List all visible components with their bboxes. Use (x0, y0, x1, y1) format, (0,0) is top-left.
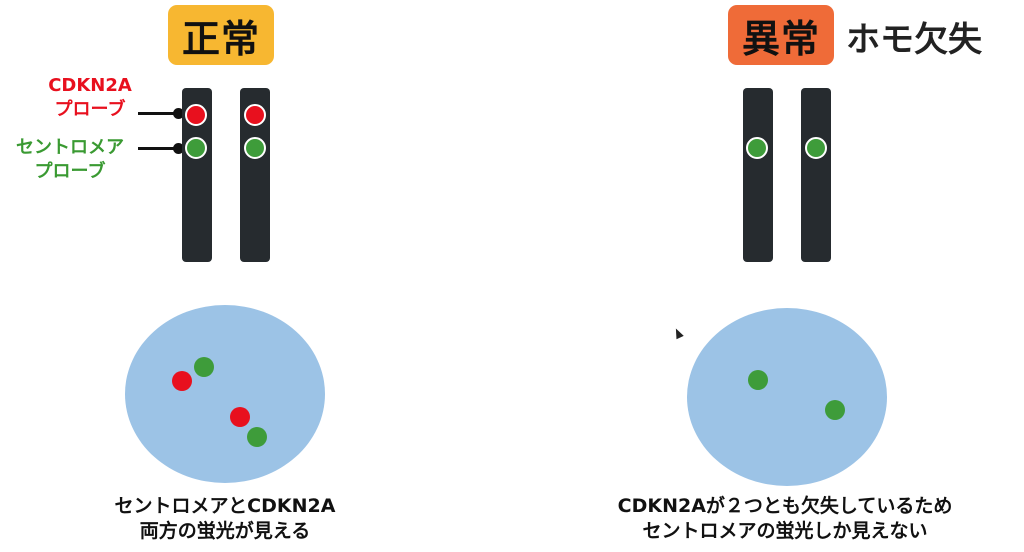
abnormal-badge: 異常 (728, 5, 834, 65)
cdkn2a-probe-label-line1: CDKN2A (48, 75, 132, 96)
abnormal-left-centromere-signal (746, 137, 768, 159)
centromere-pointer-line (138, 147, 178, 150)
normal-nucleus-red-signal-2 (230, 407, 250, 427)
normal-nucleus-red-signal-1 (172, 371, 192, 391)
centromere-pointer-knob (173, 143, 184, 154)
normal-right-centromere-signal (244, 137, 266, 159)
abnormal-caption-line1: CDKN2Aが２つとも欠失しているため (617, 495, 953, 517)
homozygous-deletion-label: ホモ欠失 (846, 20, 982, 60)
cdkn2a-pointer-knob (173, 108, 184, 119)
abnormal-caption: CDKN2Aが２つとも欠失しているため セントロメアの蛍光しか見えない (595, 494, 975, 544)
normal-nucleus-green-signal-1 (194, 357, 214, 377)
normal-caption: セントロメアとCDKN2A 両方の蛍光が見える (95, 494, 355, 544)
cdkn2a-pointer-line (138, 112, 178, 115)
abnormal-chromosome-left (743, 88, 773, 262)
cdkn2a-probe-label-line2: プローブ (54, 99, 126, 120)
normal-left-centromere-signal (185, 137, 207, 159)
normal-badge: 正常 (168, 5, 274, 65)
abnormal-nucleus (687, 308, 887, 486)
cdkn2a-probe-label: CDKN2A プローブ (40, 74, 140, 122)
centromere-probe-label-line2: プローブ (34, 161, 106, 182)
normal-caption-line1: セントロメアとCDKN2A (114, 495, 336, 517)
centromere-probe-label-line1: セントロメア (16, 137, 124, 158)
normal-right-cdkn2a-signal (244, 104, 266, 126)
normal-nucleus (125, 305, 325, 483)
abnormal-nucleus-green-signal-1 (748, 370, 768, 390)
normal-left-cdkn2a-signal (185, 104, 207, 126)
abnormal-chromosome-right (801, 88, 831, 262)
abnormal-caption-line2: セントロメアの蛍光しか見えない (642, 520, 928, 542)
centromere-probe-label: セントロメア プローブ (0, 136, 140, 184)
abnormal-right-centromere-signal (805, 137, 827, 159)
abnormal-nucleus-green-signal-2 (825, 400, 845, 420)
normal-caption-line2: 両方の蛍光が見える (139, 520, 311, 542)
normal-nucleus-green-signal-2 (247, 427, 267, 447)
mouse-pointer-icon (672, 326, 684, 340)
